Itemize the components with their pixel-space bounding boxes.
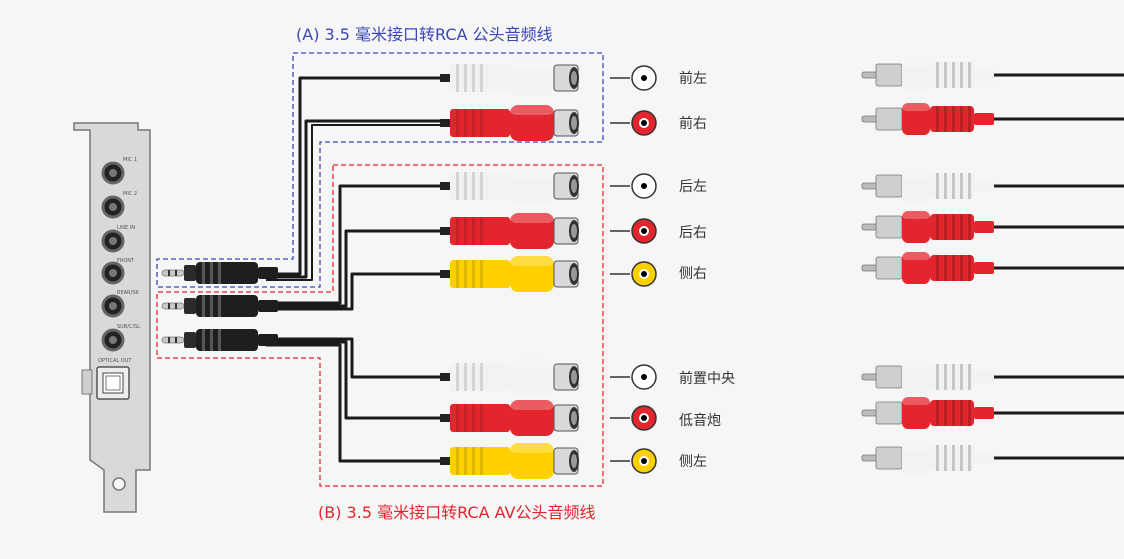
rca-female-rear-left [439, 167, 580, 205]
label-subwoofer: 低音炮 [679, 413, 721, 429]
yellow-jack-icon [610, 448, 657, 474]
port-label-mic2: MIC 2 [123, 191, 137, 197]
port-label-line-in: LINE IN [117, 225, 135, 231]
white-jack-icon [610, 65, 657, 91]
jack-sub [161, 328, 279, 352]
label-side-right: 侧右 [679, 266, 707, 282]
jack-front [161, 261, 279, 285]
cable-group-b-sub [266, 337, 448, 463]
male-rca-red [861, 396, 995, 430]
optical-label: OPTICAL OUT [98, 358, 132, 364]
male-rca-red [861, 102, 995, 136]
cable-group-a [266, 76, 448, 281]
male-set-sub [861, 360, 1124, 475]
red-jack-icon [610, 405, 657, 431]
rca-female-subwoofer [439, 399, 580, 437]
male-rca-white [861, 58, 995, 92]
label-rear-left: 后左 [679, 179, 707, 195]
group-a-box [156, 52, 604, 288]
male-rca-cables [861, 58, 1124, 475]
yellow-jack-icon [610, 261, 657, 287]
port-label-mic1: MIC 1 [123, 157, 137, 163]
label-front-left: 前左 [679, 71, 707, 87]
port-label-sub: SUB/C/SL [117, 324, 140, 330]
red-jack-icon [610, 110, 657, 136]
rca-female-side-left [439, 442, 580, 480]
white-jack-icon [610, 173, 657, 199]
label-side-left: 侧左 [679, 454, 707, 470]
port-label-rear: REAR/SR [117, 290, 139, 296]
group-b-title: (B) 3.5 毫米接口转RCA AV公头音频线 [318, 503, 596, 522]
male-set-rear [861, 169, 1124, 285]
white-jack-icon [610, 364, 657, 390]
male-pair-front [861, 58, 1124, 136]
male-rca-red [861, 210, 995, 244]
label-rear-right: 后右 [679, 225, 707, 241]
rca-female-front-left [439, 59, 580, 97]
port-label-front: FRONT [117, 258, 135, 264]
label-front-center: 前置中央 [679, 371, 735, 387]
port-line-in [101, 229, 125, 253]
rca-female-front-right [439, 104, 580, 142]
rca-female-side-right [439, 255, 580, 293]
port-mic1 [101, 161, 125, 185]
port-rear [101, 294, 125, 318]
channel-icons [610, 65, 657, 474]
group-a-title: (A) 3.5 毫米接口转RCA 公头音频线 [296, 25, 553, 44]
red-jack-icon [610, 218, 657, 244]
male-rca-red [861, 251, 995, 285]
group-b-box [156, 164, 604, 487]
port-mic2 [101, 195, 125, 219]
male-rca-white [861, 169, 995, 203]
port-front [101, 261, 125, 285]
male-rca-white [861, 360, 995, 394]
cable-group-b-rear [266, 184, 448, 311]
sound-card-bracket [73, 122, 151, 513]
rca-female-rear-right [439, 212, 580, 250]
jack-rear [161, 294, 279, 318]
optical-port [96, 366, 130, 400]
audio-ports [101, 161, 125, 352]
male-rca-white [861, 441, 995, 475]
label-front-right: 前右 [679, 116, 707, 132]
rca-female-front-center [439, 358, 580, 396]
port-sub [101, 328, 125, 352]
